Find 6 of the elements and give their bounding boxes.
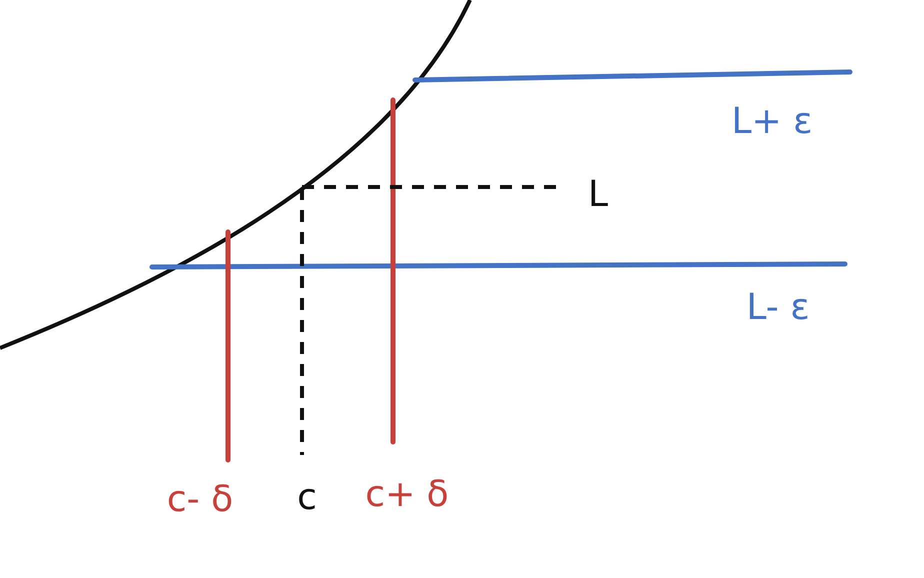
point-label: c+ δ (365, 475, 449, 515)
point-label: c (297, 478, 317, 518)
level-label: L (588, 175, 608, 215)
point-label: c- δ (166, 480, 234, 520)
level-label: L+ ε (731, 102, 813, 142)
level-label: L- ε (746, 288, 810, 328)
